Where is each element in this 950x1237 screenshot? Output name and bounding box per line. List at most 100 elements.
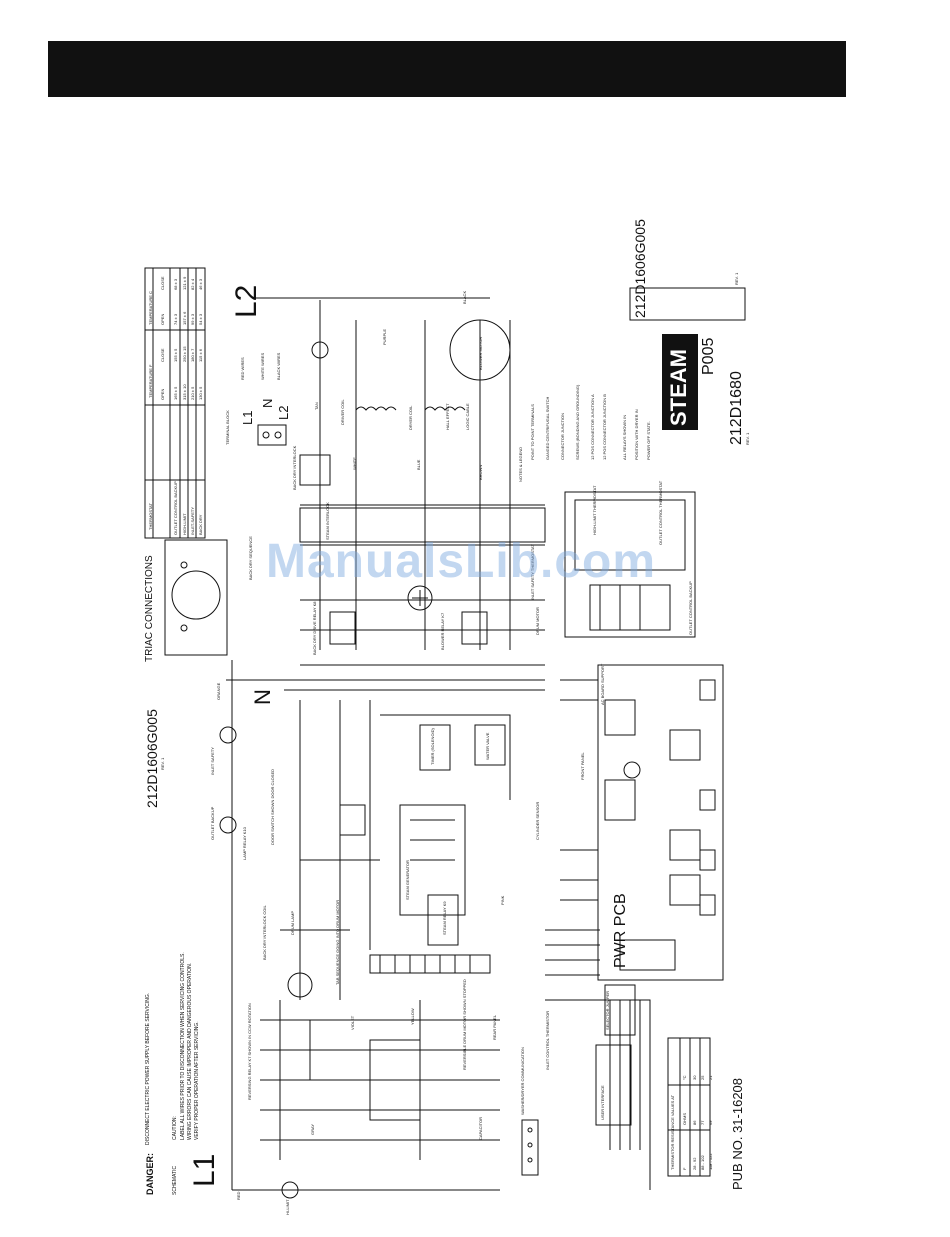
thermo-row-3-copen: 99 ± 3: [190, 313, 195, 325]
label-drum-lamp: DRUM LAMP: [290, 910, 295, 935]
label-reversing-relay: REVERSING RELAY K7 SHOWN IN CCW ROTATION: [247, 1003, 252, 1100]
res-row-2-ohms: 77: [700, 1120, 705, 1125]
label-tab-sequence: TAB SEQUENCE GOING INTO DRUM MOTOR: [335, 899, 340, 985]
label-selector-jumper: SELECTOR JUMPER: [605, 990, 610, 1030]
temp-c-header: TEMPERATURE C: [148, 291, 153, 325]
res-row-1-ohms: 86: [692, 1120, 697, 1125]
thermo-row-3-cclose: 82 ± 4: [190, 278, 195, 290]
thermo-row-3-name: INLET-SAFETY: [190, 506, 195, 535]
steam-badge: [662, 334, 698, 430]
thermo-row-1-cclose: 68 ± 3: [173, 278, 178, 290]
note-1: POINT TO POINT TERMINALS: [530, 404, 535, 460]
thermo-row-1-name: OUTLET CONTROL BACKUP: [173, 481, 178, 535]
wire-label-tan: TAN: [314, 402, 319, 410]
thermostat-header: THERMOSTAT: [148, 503, 153, 530]
thermo-row-2-name: HIGH-LIMIT: [182, 513, 187, 535]
wire-label-blue: BLUE: [416, 459, 421, 470]
thermo-row-1-copen: 74 ± 3: [173, 313, 178, 325]
thermo-row-2-fclose: 250 ± 15: [182, 346, 187, 362]
wire-label-orange: ORANGE: [216, 682, 221, 700]
wire-label-pink: PINK: [500, 895, 505, 905]
f-open-header: OPEN: [160, 388, 165, 400]
wire-label-yellow: YELLOW: [410, 1008, 415, 1025]
label-hall-effect: HALL EFFECT: [445, 403, 450, 430]
f-close-header: CLOSE: [160, 348, 165, 362]
label-inlet-control-thermistor: INLET CONTROL THERMISTOR: [545, 1010, 550, 1070]
thermo-row-4-name: BACK DRY: [198, 514, 203, 535]
thermo-row-4-fclose: 115 ± 6: [198, 348, 203, 362]
thermo-row-3-fopen: 210 ± 5: [190, 386, 195, 400]
res-header-c: °C: [682, 1075, 687, 1081]
res-row-2-f: 88 - 102: [700, 1155, 705, 1170]
label-blower-motor: BLOWER MOTOR: [478, 336, 483, 370]
label-back-dry-interlock: BACK DRY INTERLOCK: [292, 445, 297, 490]
res-row-3-c: 21: [708, 1075, 713, 1080]
res-row-1-c: 30: [692, 1075, 697, 1080]
label-outlet-backup: OUTLET BACKUP: [210, 806, 215, 840]
thermo-row-2-copen: 157 ± 6: [182, 311, 187, 325]
caution-line-1: LABEL ALL WIRES PRIOR TO DISCONNECTION W…: [180, 952, 186, 1140]
label-back-dry-interlock-coil: BACK DRY INTERLOCK COIL: [262, 905, 267, 960]
label-drum-motor-reversible: REVERSIBLE DRUM MOTOR SHOWN STOPPED: [462, 979, 467, 1070]
thermo-row-3-fclose: 180 ± 7: [190, 348, 195, 362]
label-drum-motor: DRUM MOTOR: [535, 607, 540, 635]
wire-label-purple: PURPLE: [382, 328, 387, 345]
big-l2-label: L2: [230, 284, 263, 318]
resistance-title: THERMISTOR RESISTANCE VALUES AT: [670, 1094, 675, 1170]
res-row-2-c: 25: [700, 1075, 705, 1080]
label-water-valve: WATER VALVE: [485, 732, 490, 760]
terminal-n-desc: WHITE WIRES: [260, 352, 265, 380]
drawing-number: 212D1606G005: [144, 709, 160, 808]
triac-title: TRIAC CONNECTIONS: [144, 555, 155, 662]
label-user-interface: USER INTERFACE: [600, 1085, 605, 1120]
label-outlet-control-backup: OUTLET CONTROL BACKUP: [688, 581, 693, 635]
label-capacitor: CAPACITOR: [478, 1117, 483, 1140]
thermo-row-2-fopen: 315 ± 10: [182, 384, 187, 400]
label-lamp-relay: LAMP RELAY K10: [242, 827, 247, 860]
res-header-f: F: [682, 1167, 687, 1170]
terminal-l1: L1: [240, 410, 255, 425]
res-header-ohms: OHMS: [682, 1113, 687, 1125]
watermark: ManualsLib.com: [266, 535, 657, 588]
wire-label-red: RED: [236, 1191, 241, 1200]
note-8: POSITION WITH DRYER IN: [634, 409, 639, 460]
label-back-dry-sequence: BACK DRY SEQUENCE: [248, 536, 253, 580]
note-2: GANGED CENTRIFUGAL SWITCH: [545, 396, 550, 460]
label-back-dry-drive-relay: BACK DRY DRIVE RELAY K8: [312, 601, 317, 655]
label-rear-panel: REAR PANEL: [492, 1014, 497, 1040]
label-door-switch: DOOR SWITCH SHOWN DOOR CLOSED: [270, 768, 275, 845]
wire-label-black: BLACK: [462, 290, 467, 304]
drawing-number-right: 212D1606G005: [632, 219, 648, 318]
model-code: 212D1680: [728, 371, 745, 445]
ac-board-label: AC BOARD SUPPORT: [600, 663, 605, 705]
big-l1-label: L1: [188, 1153, 221, 1187]
label-driver-coil: DRIVER COIL: [340, 399, 345, 425]
terminal-n: N: [260, 398, 275, 408]
label-blower-relay: BLOWER RELAY K7: [440, 612, 445, 650]
terminal-l2: L2: [276, 405, 291, 420]
thermo-row-4-copen: 54 ± 3: [198, 313, 203, 325]
wire-label-white: WHITE: [352, 457, 357, 470]
note-9: POWER OFF STATE.: [646, 421, 651, 460]
model-rev: REV. 1: [745, 432, 750, 445]
pub-number: PUB NO. 31-16208: [730, 1077, 745, 1190]
label-logic-cable: LOGIC CABLE: [465, 403, 470, 430]
label-timer: TIMER (SOLENOID): [430, 728, 435, 765]
caution-line-2: WIRING ERRORS CAN CAUSE IMPROPER AND DAN…: [187, 962, 193, 1140]
note-6: 12 POS CONNECTOR JUNCTION B: [602, 394, 607, 460]
header-bar: [48, 41, 846, 97]
note-4: SCREWS (BONDING AND GROUNDING): [575, 384, 580, 460]
terminal-l1-desc: RED WIRES: [240, 357, 245, 380]
label-front-panel: FRONT PANEL: [580, 752, 585, 780]
notes-title: NOTES & LEGEND: [518, 446, 523, 482]
label-high-limit-thermostat: HIGH-LIMIT THERMOSTAT: [592, 485, 597, 535]
label-inlet-safety: INLET SAFETY: [210, 747, 215, 775]
caution-line-3: VERIFY PROPER OPERATION AFTER SERVICING.: [194, 1021, 200, 1140]
label-communication: WASHER/DRYER COMMUNICATION: [520, 1047, 525, 1115]
danger-text: DISCONNECT ELECTRIC POWER SUPPLY BEFORE …: [145, 992, 151, 1145]
drawing-rev-right: REV. 1: [734, 272, 739, 285]
thermo-row-1-fopen: 165 ± 5: [173, 386, 178, 400]
wire-label-gray: GRAY: [310, 1123, 315, 1135]
label-dryer-coil: DRYER COIL: [408, 405, 413, 430]
thermo-row-4-fopen: 130 ± 5: [198, 386, 203, 400]
